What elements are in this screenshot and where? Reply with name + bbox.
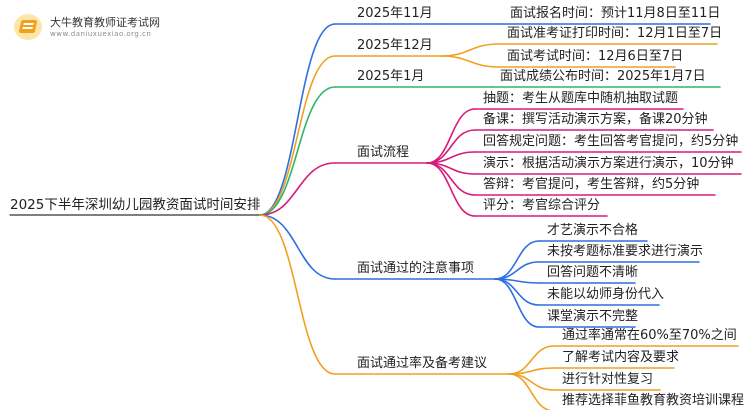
connector-branch-leaf — [494, 261, 540, 280]
leaf-label[interactable]: 了解考试内容及要求 — [562, 350, 680, 365]
leaf-label[interactable]: 未按考题标准要求进行演示 — [547, 244, 704, 259]
connector-root-branch — [259, 23, 336, 216]
branch-label[interactable]: 2025年11月 — [357, 6, 433, 21]
connector-branch-leaf — [426, 108, 476, 164]
branch-label[interactable]: 2025年12月 — [357, 38, 433, 53]
leaf-label[interactable]: 演示：根据活动演示方案进行演示，10分钟 — [483, 156, 734, 171]
connector-branch-leaf — [508, 373, 553, 410]
leaf-label[interactable]: 备课：撰写活动演示方案，备课20分钟 — [483, 112, 708, 127]
leaf-label[interactable]: 未能以幼师身份代入 — [547, 287, 665, 302]
connector-branch-leaf — [426, 162, 476, 217]
branch-label[interactable]: 面试通过的注意事项 — [357, 261, 475, 276]
leaf-label[interactable]: 面试准考证打印时间：12月1日至7日 — [507, 26, 723, 41]
site-logo[interactable]: 大牛教育教师证考试网 www.daniuxuexiao.org.cn — [6, 8, 186, 46]
logo-subtitle: www.daniuxuexiao.org.cn — [50, 30, 152, 38]
root-topic[interactable]: 2025下半年深圳幼儿园教资面试时间安排 — [10, 197, 261, 213]
connector-branch-leaf — [494, 240, 540, 280]
leaf-label[interactable]: 回答规定问题：考生回答考官提问，约5分钟 — [483, 134, 739, 149]
leaf-label[interactable]: 才艺演示不合格 — [547, 223, 639, 238]
leaf-label[interactable]: 推荐选择菲鱼教育教资培训课程 — [562, 393, 745, 408]
leaf-label[interactable]: 评分：考官综合评分 — [483, 198, 601, 213]
logo-badge — [14, 14, 42, 40]
leaf-label[interactable]: 通过率通常在60%至70%之间 — [562, 328, 737, 343]
connector-root-branch — [259, 214, 336, 375]
logo-title: 大牛教育教师证考试网 — [50, 16, 160, 29]
connector-branch-leaf — [508, 345, 555, 375]
leaf-label[interactable]: 答辩：考官提问，考生答辩，约5分钟 — [483, 177, 700, 192]
connector-root-branch — [259, 86, 336, 216]
leaf-label[interactable]: 面试报名时间：预计11月8日至11日 — [510, 6, 721, 21]
connector-branch-leaf — [440, 55, 500, 68]
leaf-label[interactable]: 面试考试时间：12月6日至7日 — [507, 49, 684, 64]
leaf-label[interactable]: 课堂演示不完整 — [547, 309, 639, 324]
connector-branch-leaf — [508, 373, 555, 391]
connector-root-branch — [259, 55, 336, 216]
connector-branch-leaf — [508, 367, 555, 375]
leaf-label[interactable]: 进行针对性复习 — [562, 372, 654, 387]
leaf-label[interactable]: 面试成绩公布时间：2025年1月7日 — [500, 69, 706, 84]
branch-label[interactable]: 面试流程 — [357, 145, 410, 160]
leaf-label[interactable]: 回答问题不清晰 — [547, 265, 639, 280]
connector-branch-leaf — [494, 278, 540, 328]
branch-label[interactable]: 2025年1月 — [357, 69, 425, 84]
leaf-label[interactable]: 抽题：考生从题库中随机抽取试题 — [483, 91, 679, 106]
connector-root-branch — [259, 162, 336, 216]
branch-label[interactable]: 面试通过率及备考建议 — [357, 356, 488, 371]
connector-branch-leaf — [440, 43, 500, 57]
connector-root-branch — [259, 214, 336, 280]
